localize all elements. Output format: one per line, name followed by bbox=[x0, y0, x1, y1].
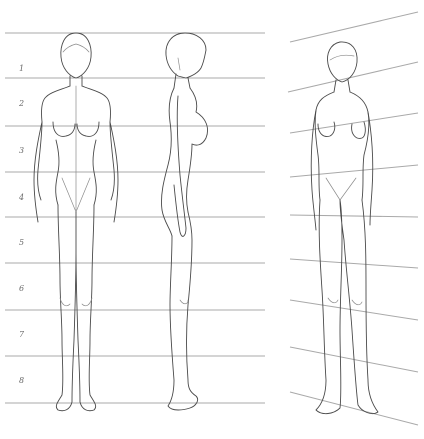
guide-lines-left bbox=[5, 33, 265, 403]
front-head bbox=[61, 33, 91, 78]
figure-side-view bbox=[161, 33, 207, 410]
measure-label-8: 8 bbox=[19, 376, 24, 385]
measure-label-4: 4 bbox=[18, 193, 24, 202]
measure-label-3: 3 bbox=[19, 146, 24, 155]
measure-labels: 1 2 3 4 5 6 7 8 bbox=[18, 64, 25, 385]
side-head bbox=[166, 33, 206, 78]
measure-label-7: 7 bbox=[19, 330, 25, 339]
figure-front-view bbox=[34, 33, 118, 411]
measure-label-2: 2 bbox=[18, 99, 24, 108]
three-quarter-head bbox=[328, 42, 358, 82]
measure-label-6: 6 bbox=[19, 284, 24, 293]
measure-label-5: 5 bbox=[19, 238, 24, 247]
measure-label-1: 1 bbox=[19, 64, 24, 73]
